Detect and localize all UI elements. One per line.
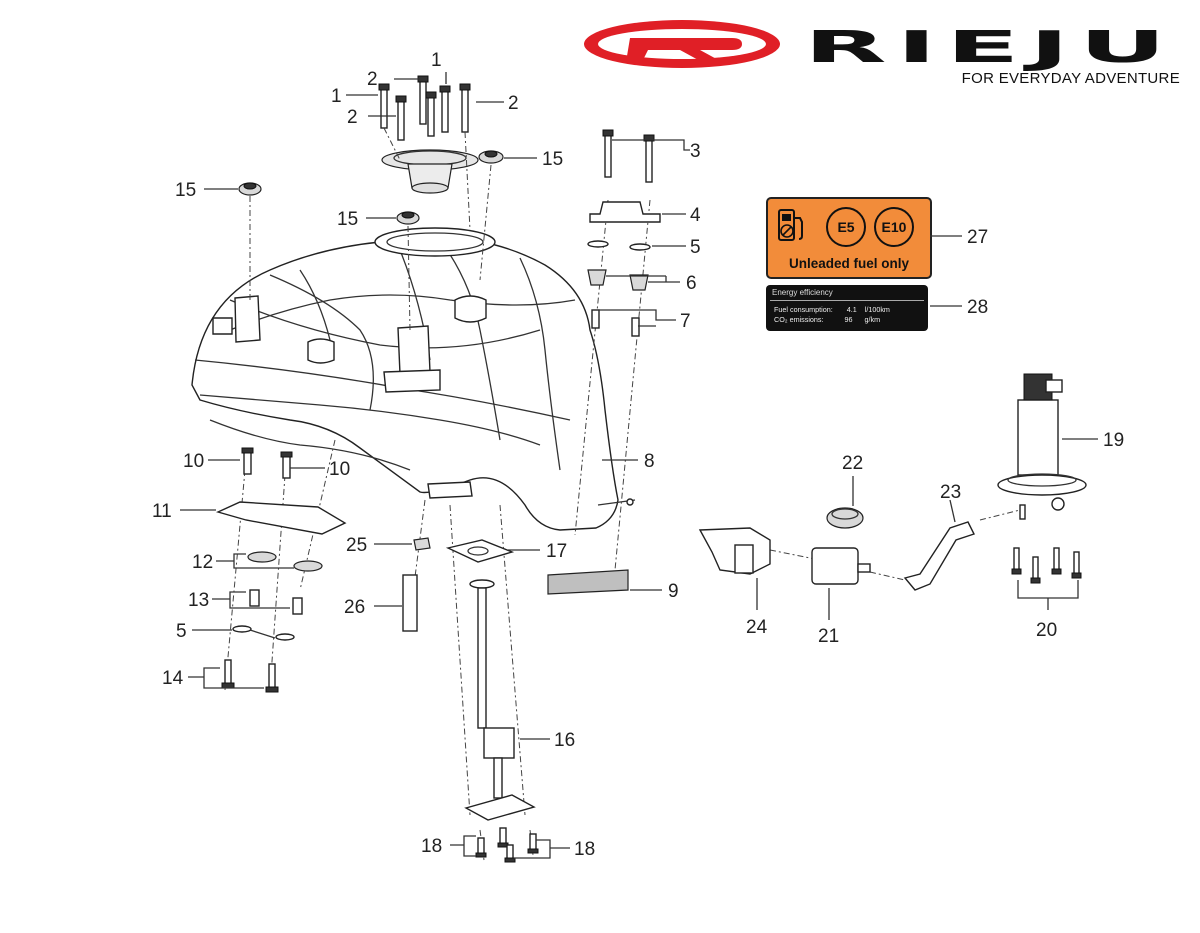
callout-2: 2: [367, 69, 378, 90]
callout-25: 25: [346, 535, 367, 556]
callout-2: 2: [347, 107, 358, 128]
energy-efficiency-label: Energy efficiency Fuel consumption: 4.1 …: [766, 285, 928, 331]
callout-28: 28: [967, 297, 988, 318]
callout-9: 9: [668, 581, 679, 602]
left-bracket-hardware: [215, 447, 347, 693]
e5-badge: E5: [826, 207, 866, 247]
bracket-hardware: [547, 129, 661, 595]
callout-15: 15: [542, 149, 563, 170]
energy-row-value: 4.1: [846, 305, 857, 314]
callout-27: 27: [967, 227, 988, 248]
energy-label-title: Energy efficiency: [772, 288, 833, 297]
rubber-bushings: [238, 150, 504, 225]
cap-bolts: [378, 75, 471, 141]
callout-21: 21: [818, 626, 839, 647]
callout-7: 7: [680, 311, 691, 332]
callout-17: 17: [546, 541, 567, 562]
callout-24: 24: [746, 617, 768, 638]
callout-12: 12: [192, 552, 213, 573]
callout-6: 6: [686, 273, 697, 294]
callout-26: 26: [344, 597, 365, 618]
callout-2: 2: [508, 93, 519, 114]
assembly-lines: [224, 127, 1021, 861]
fuel-cap: [381, 149, 479, 194]
callout-1: 1: [331, 86, 342, 107]
brand-tagline: FOR EVERYDAY ADVENTURE: [961, 70, 1180, 87]
energy-row-unit: g/km: [864, 315, 881, 324]
callout-3: 3: [690, 141, 701, 162]
callout-15: 15: [337, 209, 358, 230]
fuel-type-label: E5 E10 Unleaded fuel only: [766, 197, 932, 279]
energy-row-fuel: Fuel consumption: 4.1 l/100km: [774, 305, 890, 314]
leader-lines: [180, 72, 1098, 859]
callout-14: 14: [162, 668, 184, 689]
callout-15: 15: [175, 180, 196, 201]
callout-11: 11: [152, 501, 172, 522]
callout-8: 8: [644, 451, 655, 472]
callout-18: 18: [574, 839, 595, 860]
energy-row-label: CO₂ emissions:: [774, 315, 824, 324]
callout-20: 20: [1036, 620, 1057, 641]
callout-numbers: 1 1 2 2 2 3 4 5 5 6 7 8 9 10 10 11 12 13…: [152, 50, 1124, 860]
callout-10: 10: [329, 459, 350, 480]
callout-18: 18: [421, 836, 442, 857]
drain-assembly: [402, 537, 539, 863]
e10-badge: E10: [874, 207, 914, 247]
svg-text:RIEJU: RIEJU: [804, 22, 1176, 73]
callout-13: 13: [188, 590, 209, 611]
fuel-pump-assembly: [698, 373, 1087, 591]
callout-5: 5: [176, 621, 187, 642]
energy-row-label: Fuel consumption:: [774, 305, 833, 314]
fuel-pump-icon: [778, 209, 803, 241]
callout-5: 5: [690, 237, 701, 258]
energy-row-co2: CO₂ emissions: 96 g/km: [774, 315, 880, 324]
energy-row-value: 96: [844, 315, 853, 324]
callout-16: 16: [554, 730, 575, 751]
callout-4: 4: [690, 205, 701, 226]
energy-row-unit: l/100km: [864, 305, 890, 314]
callout-1: 1: [431, 50, 442, 71]
fuel-label-text: Unleaded fuel only: [788, 256, 910, 271]
callout-22: 22: [842, 453, 863, 474]
callout-10: 10: [183, 451, 204, 472]
fuel-tank: [191, 227, 636, 531]
callout-23: 23: [940, 482, 961, 503]
callout-19: 19: [1103, 430, 1124, 451]
rieju-logo: RIEJU: [584, 20, 1176, 73]
energy-label-divider: [770, 300, 924, 301]
